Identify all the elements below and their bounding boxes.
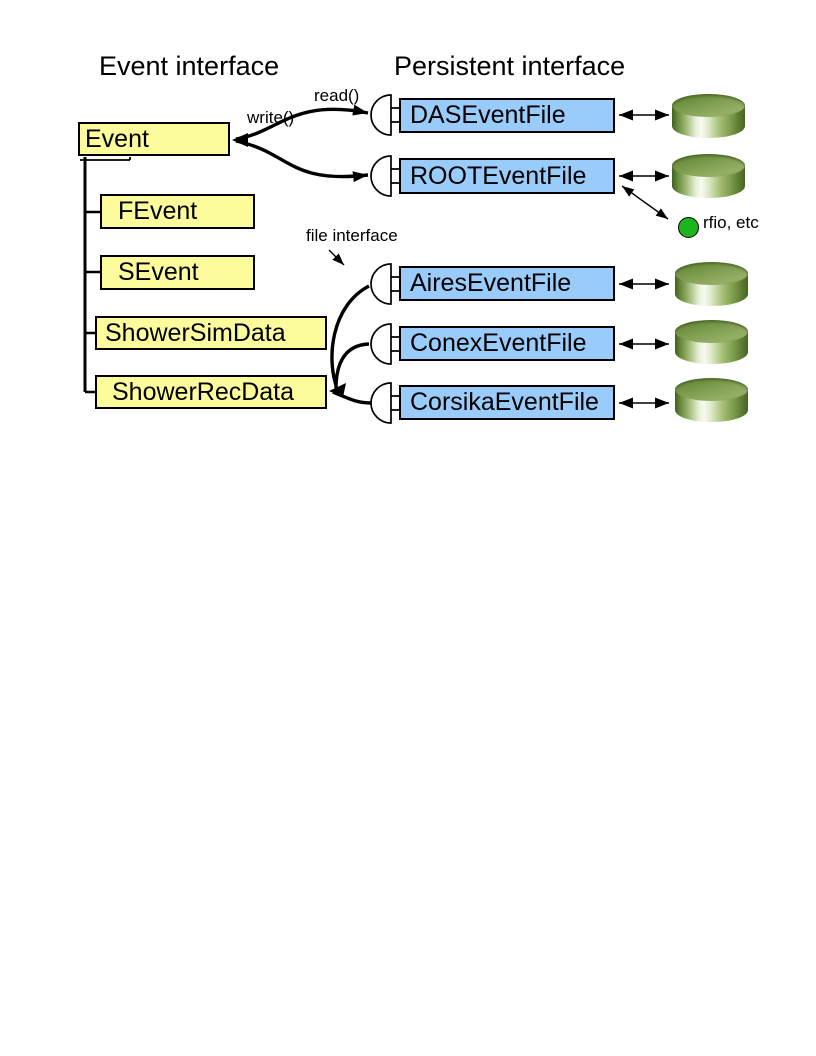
class-label: ShowerRecData	[112, 377, 295, 406]
database-cylinder-icon	[675, 262, 748, 306]
class-label: ShowerSimData	[105, 318, 286, 347]
interface-socket-icons	[370, 94, 399, 424]
cylinder-top	[672, 154, 745, 177]
socket-icon	[370, 382, 399, 424]
class-label: FEvent	[118, 197, 198, 225]
class-box-event: Event	[78, 122, 230, 156]
database-cylinder-icon	[675, 378, 748, 422]
file-class-label: ROOTEventFile	[410, 161, 587, 190]
class-box-sevent: SEvent	[100, 255, 255, 290]
file-class-label: ConexEventFile	[410, 329, 587, 357]
rfio-label: rfio, etc	[703, 213, 759, 232]
class-box-showersimdata: ShowerSimData	[95, 316, 327, 350]
class-label: SEvent	[118, 258, 199, 286]
socket-icon	[370, 323, 399, 365]
socket-icon	[370, 263, 399, 305]
file-box-conexeventfile: ConexEventFile	[399, 326, 615, 361]
socket-icon	[370, 155, 399, 197]
class-label: Event	[85, 124, 149, 153]
cylinder-top	[675, 320, 748, 343]
file-storage-arrows	[619, 109, 669, 409]
file-class-label: DASEventFile	[410, 101, 566, 129]
persistent-interface-title: Persistent interface	[394, 51, 626, 81]
file-box-rooteventfile: ROOTEventFile	[399, 158, 615, 194]
green-circle-icon	[678, 217, 699, 238]
file-box-aireseventfile: AiresEventFile	[399, 266, 615, 301]
file-interface-label: file interface	[306, 226, 398, 245]
file-class-label: AiresEventFile	[410, 269, 572, 297]
class-box-showerrecdata: ShowerRecData	[95, 375, 327, 409]
file-box-daseventfile: DASEventFile	[399, 98, 615, 133]
cylinder-top	[675, 378, 748, 401]
socket-icon	[370, 94, 399, 136]
cylinder-top	[675, 262, 748, 285]
event-interface-title: Event interface	[99, 51, 280, 81]
read-label: read()	[314, 86, 360, 105]
file-box-corsikaeventfile: CorsikaEventFile	[399, 385, 615, 420]
database-cylinder-icon	[672, 154, 745, 198]
write-label: write()	[247, 108, 295, 127]
class-box-fevent: FEvent	[100, 194, 255, 229]
database-cylinder-icon	[675, 320, 748, 364]
database-cylinder-icon	[672, 94, 745, 138]
showerrecdata-file-curves	[329, 284, 372, 405]
file-class-label: CorsikaEventFile	[410, 388, 599, 416]
cylinder-top	[672, 94, 745, 117]
